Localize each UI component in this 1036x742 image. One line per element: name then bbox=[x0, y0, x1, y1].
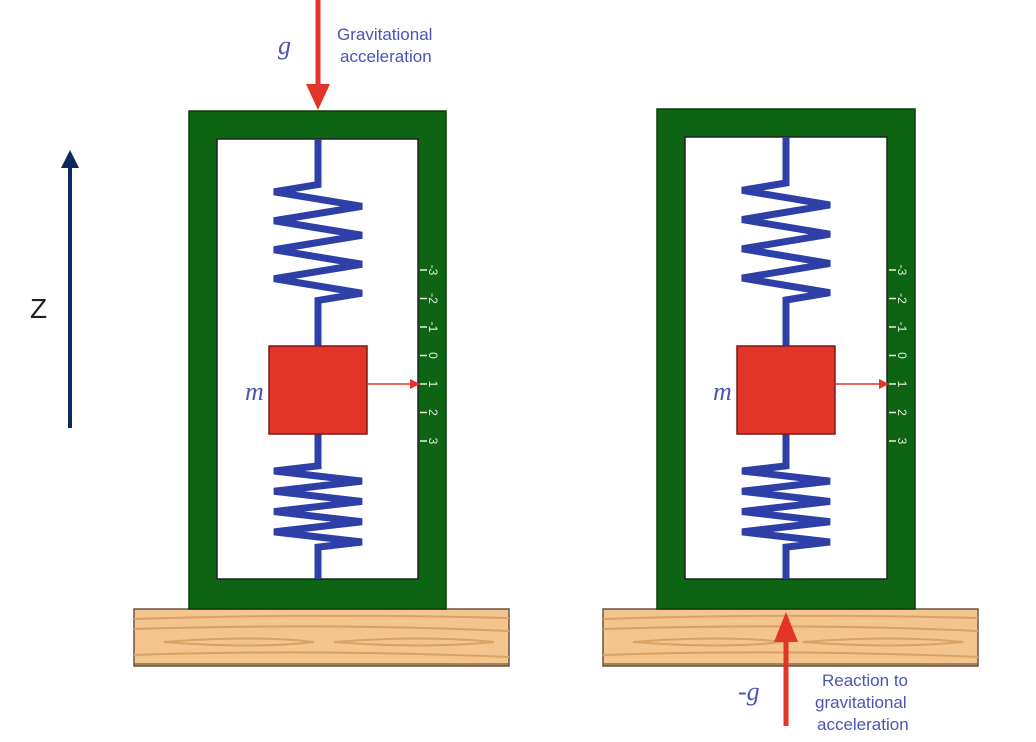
wood-grain bbox=[133, 614, 510, 620]
reaction-force-annotation: -g Reaction to gravitational acceleratio… bbox=[738, 612, 909, 734]
wood-grain bbox=[133, 625, 510, 632]
wood-grain bbox=[333, 637, 495, 647]
scale-tick-label: 1 bbox=[895, 381, 909, 388]
gravity-text-line-1: Gravitational bbox=[337, 25, 432, 44]
reaction-symbol: -g bbox=[738, 677, 760, 706]
lower-spring bbox=[273, 434, 363, 579]
reaction-text-line-3: acceleration bbox=[817, 715, 909, 734]
z-axis-label: Z bbox=[30, 293, 47, 324]
scale-tick-label: -3 bbox=[426, 265, 440, 276]
reaction-arrow-up-icon bbox=[774, 612, 798, 642]
wood-grain bbox=[802, 637, 964, 647]
reaction-text-line-1: Reaction to bbox=[822, 671, 908, 690]
scale-tick-label: -1 bbox=[426, 322, 440, 333]
wood-shadow bbox=[134, 663, 509, 666]
scale-tick-label: 3 bbox=[895, 438, 909, 445]
z-axis: Z bbox=[30, 150, 79, 428]
reaction-text-line-2: gravitational bbox=[815, 693, 907, 712]
upper-spring bbox=[741, 137, 831, 346]
right-panel: m -3 -2 -1 0 1 2 3 bbox=[602, 108, 979, 667]
mass-block bbox=[736, 345, 836, 435]
scale-tick-label: -2 bbox=[895, 293, 909, 304]
scale-tick-label: -3 bbox=[895, 265, 909, 276]
wood-base bbox=[133, 608, 510, 667]
scale-tick-label: 0 bbox=[426, 352, 440, 359]
wood-grain bbox=[133, 651, 510, 658]
lower-spring bbox=[741, 434, 831, 579]
scale-tick-label: 1 bbox=[426, 381, 440, 388]
scale-tick-label: 0 bbox=[895, 352, 909, 359]
gravity-force-annotation: g Gravitational acceleration bbox=[278, 0, 432, 110]
wood-grain bbox=[602, 625, 979, 632]
scale-tick-label: 2 bbox=[895, 409, 909, 416]
z-axis-arrowhead-icon bbox=[61, 150, 79, 168]
mass-label: m bbox=[713, 377, 732, 406]
scale-tick-label: 3 bbox=[426, 438, 440, 445]
wood-shadow bbox=[603, 663, 978, 666]
mass-block bbox=[268, 345, 368, 435]
mass-label: m bbox=[245, 377, 264, 406]
scale-tick-label: 2 bbox=[426, 409, 440, 416]
upper-spring bbox=[273, 139, 363, 346]
wood-grain bbox=[163, 637, 315, 647]
scale-tick-label: -1 bbox=[895, 322, 909, 333]
gravity-text-line-2: acceleration bbox=[340, 47, 432, 66]
gravity-arrow-down-icon bbox=[306, 84, 330, 110]
left-panel: m -3 -2 -1 0 1 2 3 bbox=[133, 110, 510, 667]
gravity-symbol: g bbox=[278, 31, 291, 60]
scale-tick-label: -2 bbox=[426, 293, 440, 304]
